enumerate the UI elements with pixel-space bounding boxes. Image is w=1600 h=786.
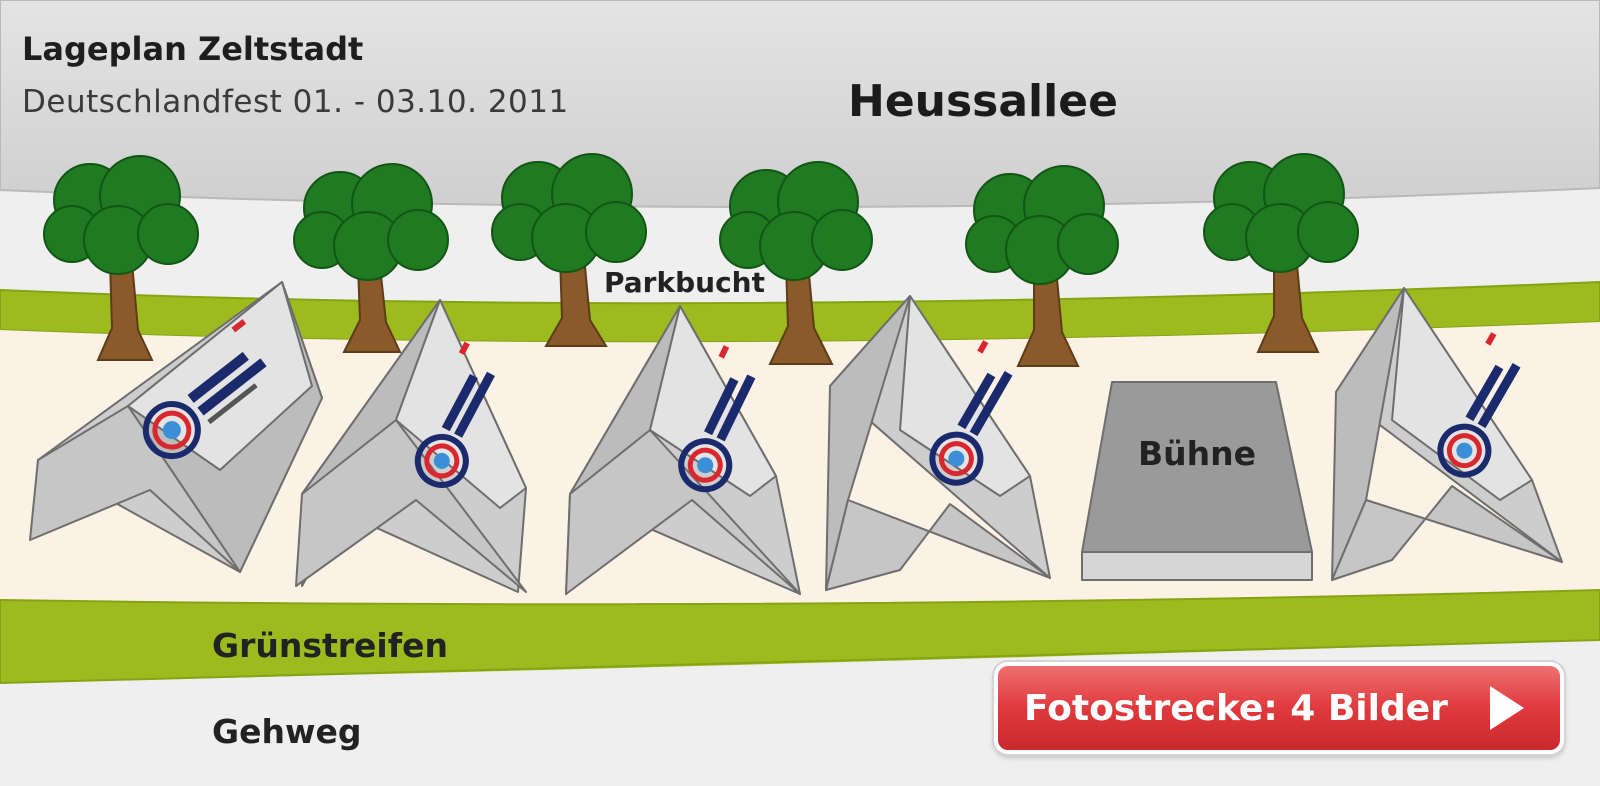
tent-icon (29, 281, 323, 573)
map-subtitle: Deutschlandfest 01. - 03.10. 2011 (22, 84, 569, 120)
tent-logo-icon (929, 340, 1013, 486)
photo-gallery-button-label: Fotostrecke: 4 Bilder (1024, 687, 1448, 729)
parking-label: Parkbucht (604, 266, 765, 299)
tent-icon (1331, 287, 1563, 581)
tent-icon (825, 295, 1051, 591)
tent-icon (295, 299, 527, 593)
stage-label: Bühne (1138, 434, 1257, 473)
play-arrow-icon (1490, 686, 1524, 730)
tent-icon (565, 305, 801, 595)
map-title: Lageplan Zeltstadt (22, 30, 364, 68)
tent-logo-icon (678, 345, 756, 493)
tree-icon (965, 165, 1119, 367)
tree-icon (43, 155, 199, 361)
tree-icon (293, 163, 449, 353)
tree-icon (1203, 153, 1359, 353)
tree-icon (719, 161, 873, 365)
stage-platform (1081, 381, 1313, 581)
tent-logo-icon (1437, 332, 1521, 478)
tent-logo-icon (414, 341, 495, 488)
sidewalk-label: Gehweg (212, 712, 362, 751)
greenstrip-label: Grünstreifen (212, 626, 448, 665)
tree-icon (491, 153, 647, 347)
photo-gallery-button[interactable]: Fotostrecke: 4 Bilder (994, 662, 1564, 754)
lower-grass-strip (0, 588, 1600, 685)
street-label: Heussallee (848, 76, 1118, 127)
tent-logo-icon (142, 319, 267, 460)
